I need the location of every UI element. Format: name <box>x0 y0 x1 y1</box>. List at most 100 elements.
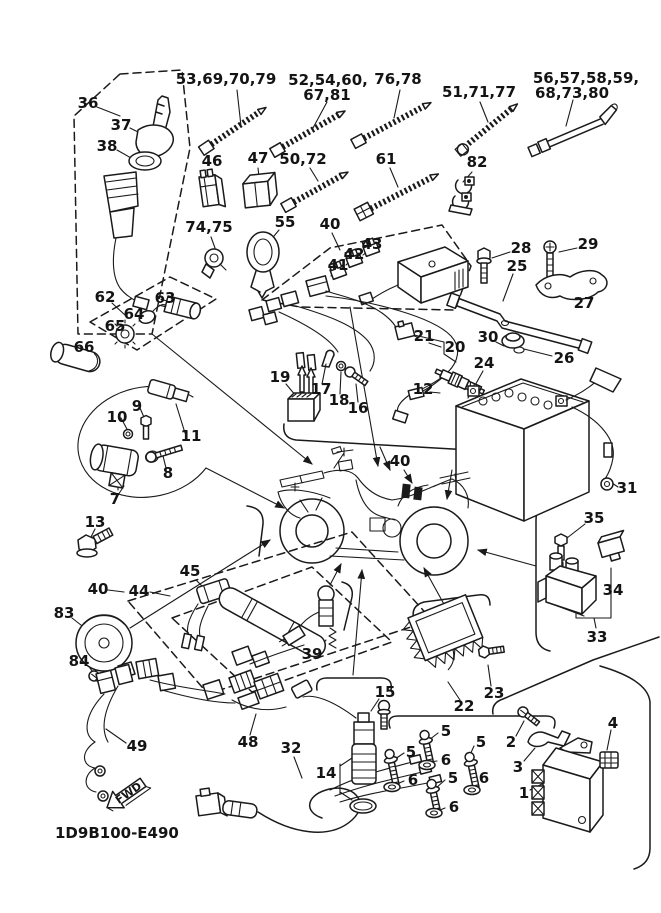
label-12: 12 <box>413 380 434 398</box>
plug-cap-11 <box>147 378 190 403</box>
label-38: 38 <box>97 137 118 155</box>
label-53-69-70-79: 53,69,70,79 <box>176 70 277 88</box>
speed-sensor-group <box>290 679 391 814</box>
label-63: 63 <box>155 289 176 307</box>
label-18: 18 <box>329 391 350 409</box>
battery-bracket-25 <box>446 292 593 355</box>
label-9: 9 <box>132 397 142 415</box>
label-6b: 6 <box>408 771 418 789</box>
label-17: 17 <box>311 380 332 398</box>
cable-tie-52 <box>269 110 346 159</box>
relay-47 <box>242 171 278 209</box>
label-44: 44 <box>129 582 150 600</box>
starter-relay-group <box>537 529 625 617</box>
label-30: 30 <box>478 328 499 346</box>
label-6d: 6 <box>449 798 459 816</box>
drawing-code: 1D9B100-E490 <box>55 824 179 842</box>
grommet-26 <box>513 346 525 354</box>
bolt-28 <box>476 247 492 284</box>
label-49: 49 <box>127 737 148 755</box>
label-45: 45 <box>180 562 201 580</box>
label-16: 16 <box>348 399 369 417</box>
label-8: 8 <box>163 464 173 482</box>
fwd-label: FWD <box>113 780 144 807</box>
label-42: 42 <box>344 245 365 263</box>
ignition-coil-group <box>77 378 207 498</box>
label-34: 34 <box>603 581 624 599</box>
label-14: 14 <box>316 764 337 782</box>
screw-2 <box>517 706 541 727</box>
mount-screws-washers <box>381 728 484 819</box>
label-6a: 6 <box>441 751 451 769</box>
label-84: 84 <box>69 652 90 670</box>
label-39: 39 <box>302 645 323 663</box>
switch-39 <box>278 585 337 649</box>
label-76-78: 76,78 <box>374 70 421 88</box>
cable-tie-53 <box>197 106 267 157</box>
label-3: 3 <box>513 758 523 776</box>
screw-29 <box>543 240 557 280</box>
label-52-54-60: 52,54,60, <box>288 71 368 89</box>
label-43: 43 <box>362 235 383 253</box>
label-5c: 5 <box>476 733 486 751</box>
coil-7 <box>89 443 140 489</box>
label-47: 47 <box>248 149 269 167</box>
bolt-23 <box>477 645 505 659</box>
battery-group <box>446 240 622 522</box>
label-13: 13 <box>85 513 106 531</box>
label-46: 46 <box>202 152 223 170</box>
label-65: 65 <box>105 317 126 335</box>
cable-tie-50 <box>280 171 349 214</box>
label-50-72: 50,72 <box>279 150 326 168</box>
label-35: 35 <box>584 509 605 527</box>
label-25: 25 <box>507 257 528 275</box>
label-36: 36 <box>78 94 99 112</box>
rectifier-regulator-22 <box>402 594 484 671</box>
fuse-holder-group <box>127 531 433 695</box>
label-28: 28 <box>511 239 532 257</box>
ecu-group <box>517 706 619 833</box>
label-21: 21 <box>414 327 435 345</box>
wire-clamp-82 <box>448 176 475 216</box>
clip-3 <box>527 730 571 748</box>
socket-63 <box>158 295 202 320</box>
label-40-bottom: 40 <box>88 580 109 598</box>
label-40-atv: 40 <box>390 452 411 470</box>
bolt-13 <box>76 527 114 558</box>
label-5b: 5 <box>406 743 416 761</box>
label-1: 1 <box>519 784 529 802</box>
label-82: 82 <box>467 153 488 171</box>
band-clamp-56 <box>527 103 618 158</box>
label-6c: 6 <box>479 769 489 787</box>
cable-tie-51 <box>454 103 519 157</box>
sub-harness-49 <box>83 657 236 802</box>
label-10: 10 <box>107 408 128 426</box>
label-68-73-80: 68,73,80 <box>535 84 609 102</box>
wire-harness-48 <box>228 669 287 711</box>
label-67-81: 67,81 <box>303 86 350 104</box>
label-48: 48 <box>238 733 259 751</box>
label-20: 20 <box>445 338 466 356</box>
label-33: 33 <box>587 628 608 646</box>
cap-64 <box>138 304 167 325</box>
label-61: 61 <box>376 150 397 168</box>
label-32: 32 <box>281 739 302 757</box>
accessory-socket-group <box>50 276 217 373</box>
spare-part-66 <box>50 341 101 373</box>
label-5a: 5 <box>441 722 451 740</box>
screw-16 <box>344 366 369 387</box>
battery-bracket-27 <box>535 269 608 301</box>
label-5d: 5 <box>448 769 458 787</box>
label-41: 41 <box>328 256 349 274</box>
bolt-8 <box>144 444 184 463</box>
washer-10 <box>122 428 134 440</box>
label-66: 66 <box>74 338 95 356</box>
label-24: 24 <box>474 354 495 372</box>
part-labels: 36 37 38 53,69,70,79 52,54,60, 67,81 76,… <box>54 69 640 816</box>
label-74-75: 74,75 <box>185 218 232 236</box>
fwd-arrow: FWD <box>106 777 152 812</box>
grommet-55 <box>246 231 280 299</box>
label-27: 27 <box>574 294 595 312</box>
